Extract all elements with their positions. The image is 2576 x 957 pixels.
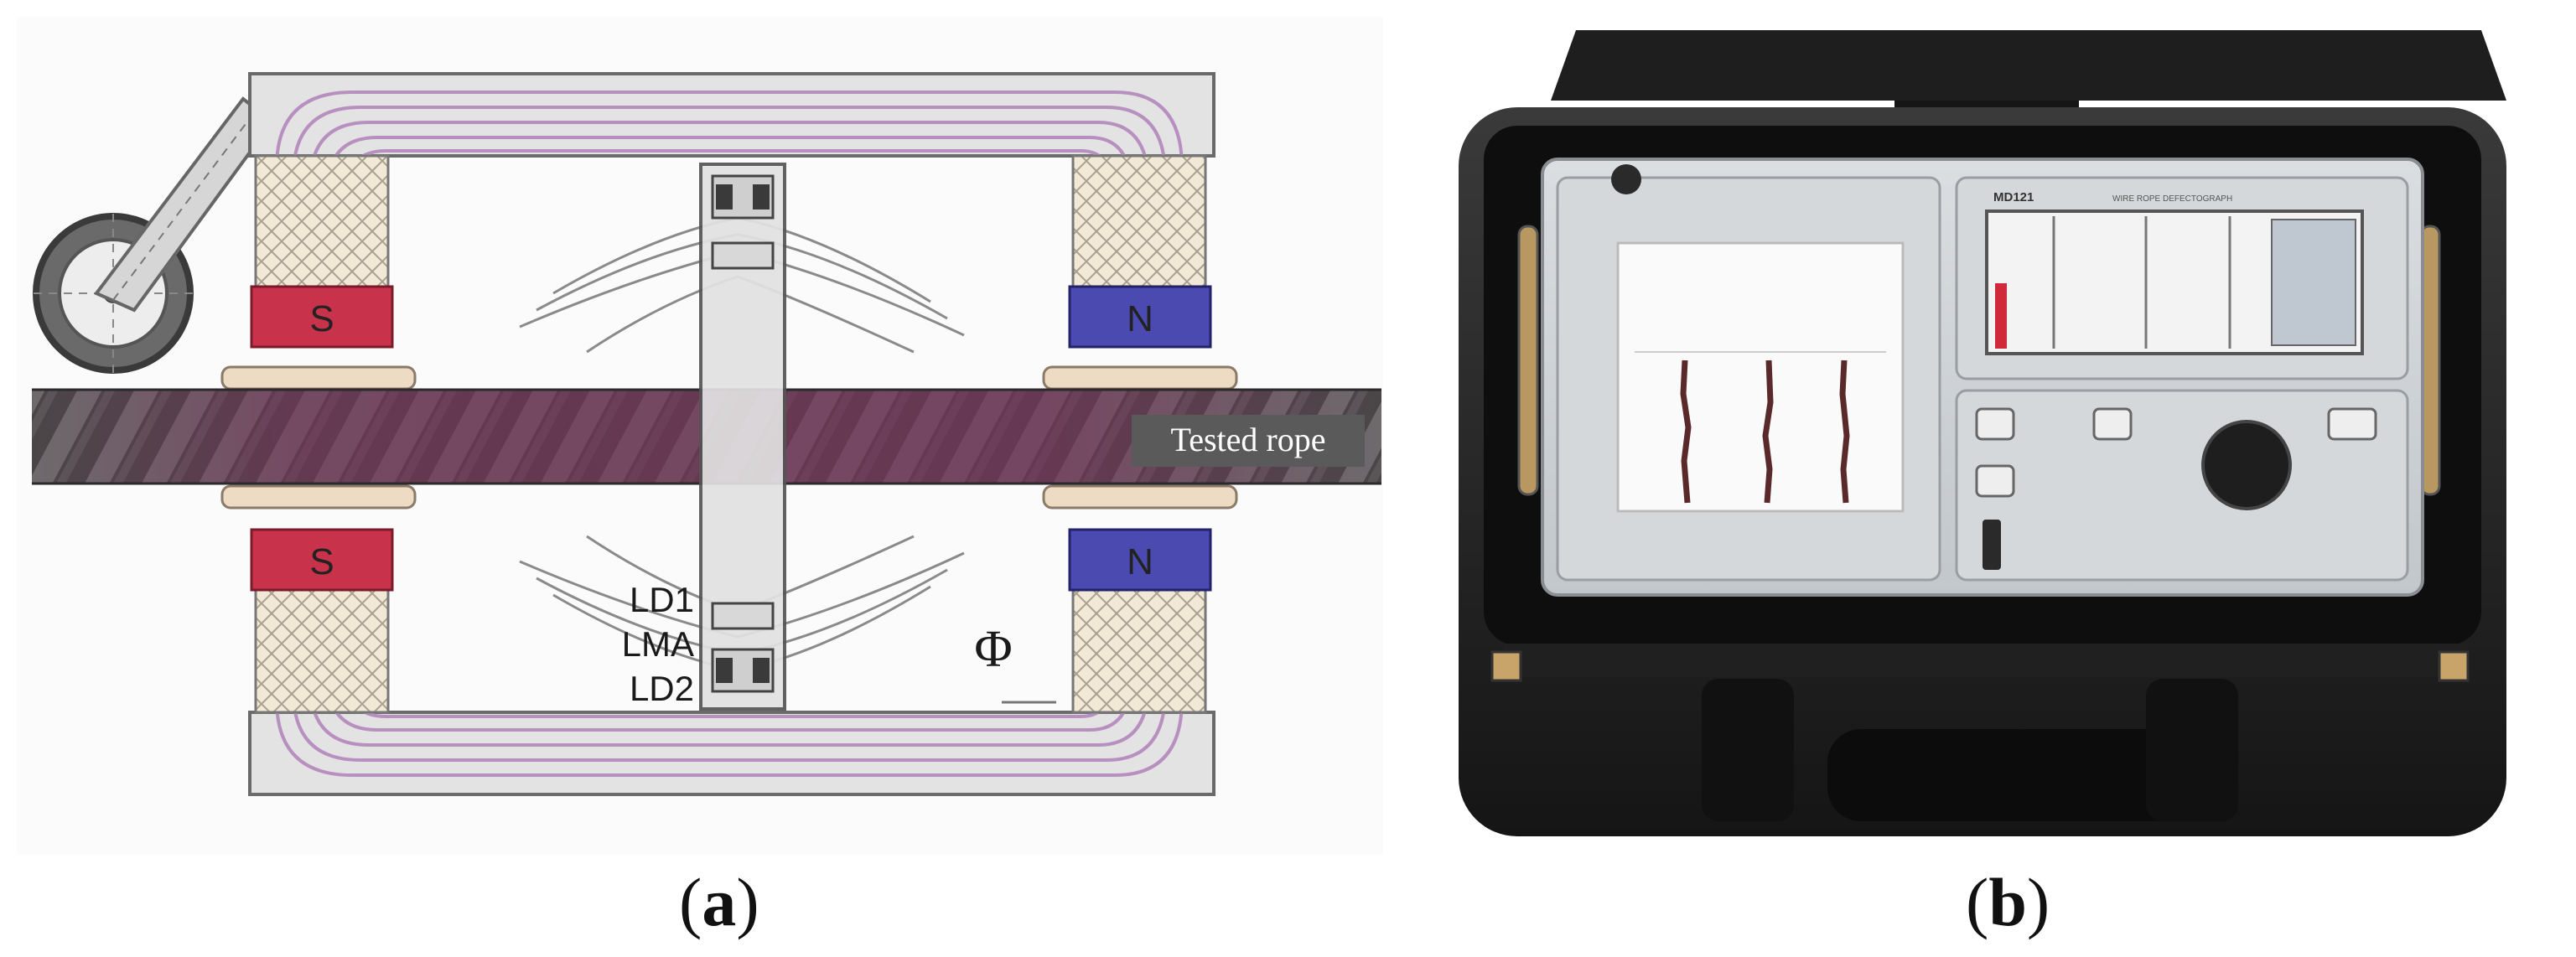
coil-right-top — [1071, 154, 1207, 290]
device-faceplate: MD121 WIRE ROPE DEFECTOGRAPH — [1541, 158, 2424, 597]
coil-left-top — [254, 154, 390, 290]
caption-a-open: ( — [679, 864, 702, 940]
pole-shoe-right-bottom — [1042, 484, 1238, 510]
pole-label-s-bottom: S — [309, 541, 334, 582]
case-lid — [1551, 30, 2506, 101]
flux-symbol: Φ — [974, 621, 1012, 678]
caption-a-letter: a — [702, 864, 737, 940]
coil-left-bottom — [254, 588, 390, 714]
display-screen — [1985, 210, 2364, 355]
panel-button-4[interactable] — [2327, 407, 2377, 441]
caption-b-close: ) — [2026, 864, 2050, 940]
rope-label: Tested rope — [1132, 415, 1365, 467]
magnet-s-bottom: S — [250, 528, 394, 592]
power-button[interactable] — [1975, 407, 2015, 441]
device-model: MD121 — [1993, 190, 2034, 204]
control-knob[interactable] — [2201, 420, 2292, 510]
caption-a-close: ) — [736, 864, 759, 940]
panel-handle-left — [1517, 225, 1539, 496]
pole-label-n-top: N — [1127, 298, 1153, 339]
carry-handle — [1827, 729, 2221, 821]
sensor-label-ld2: LD2 — [630, 669, 694, 708]
pole-label-s-top: S — [309, 298, 334, 339]
panel-a-diagram: S N S N — [17, 17, 1383, 855]
latch-left — [1702, 679, 1794, 821]
panel-button-3[interactable] — [1975, 464, 2015, 498]
panel-button-2[interactable] — [2092, 407, 2133, 441]
connector-port — [1611, 164, 1641, 194]
rope-label-text: Tested rope — [1171, 421, 1326, 458]
sensor-label-lma: LMA — [622, 624, 694, 664]
device-subtitle: WIRE ROPE DEFECTOGRAPH — [2112, 194, 2232, 204]
sensor-head — [699, 163, 786, 711]
toggle-switch[interactable] — [1983, 520, 2001, 570]
pole-label-n-bottom: N — [1127, 541, 1153, 582]
magnet-n-top: N — [1068, 285, 1212, 349]
chart-printout — [1616, 241, 1905, 513]
pole-shoe-left-bottom — [220, 484, 417, 510]
caption-a: (a) — [679, 863, 759, 942]
latch-right — [2146, 679, 2238, 821]
caption-b-letter: b — [1988, 864, 2027, 940]
sensor-label-ld1: LD1 — [630, 580, 694, 619]
caption-b: (b) — [1966, 863, 2050, 942]
pole-shoe-right-top — [1042, 365, 1238, 391]
control-section — [1955, 389, 2409, 582]
caption-b-open: ( — [1966, 864, 1989, 940]
panel-b-device: MD121 WIRE ROPE DEFECTOGRAPH — [1433, 25, 2553, 855]
coil-right-bottom — [1071, 588, 1207, 714]
magnet-n-bottom: N — [1068, 528, 1212, 592]
pole-shoe-left-top — [220, 365, 417, 391]
magnet-s-top: S — [250, 285, 394, 349]
